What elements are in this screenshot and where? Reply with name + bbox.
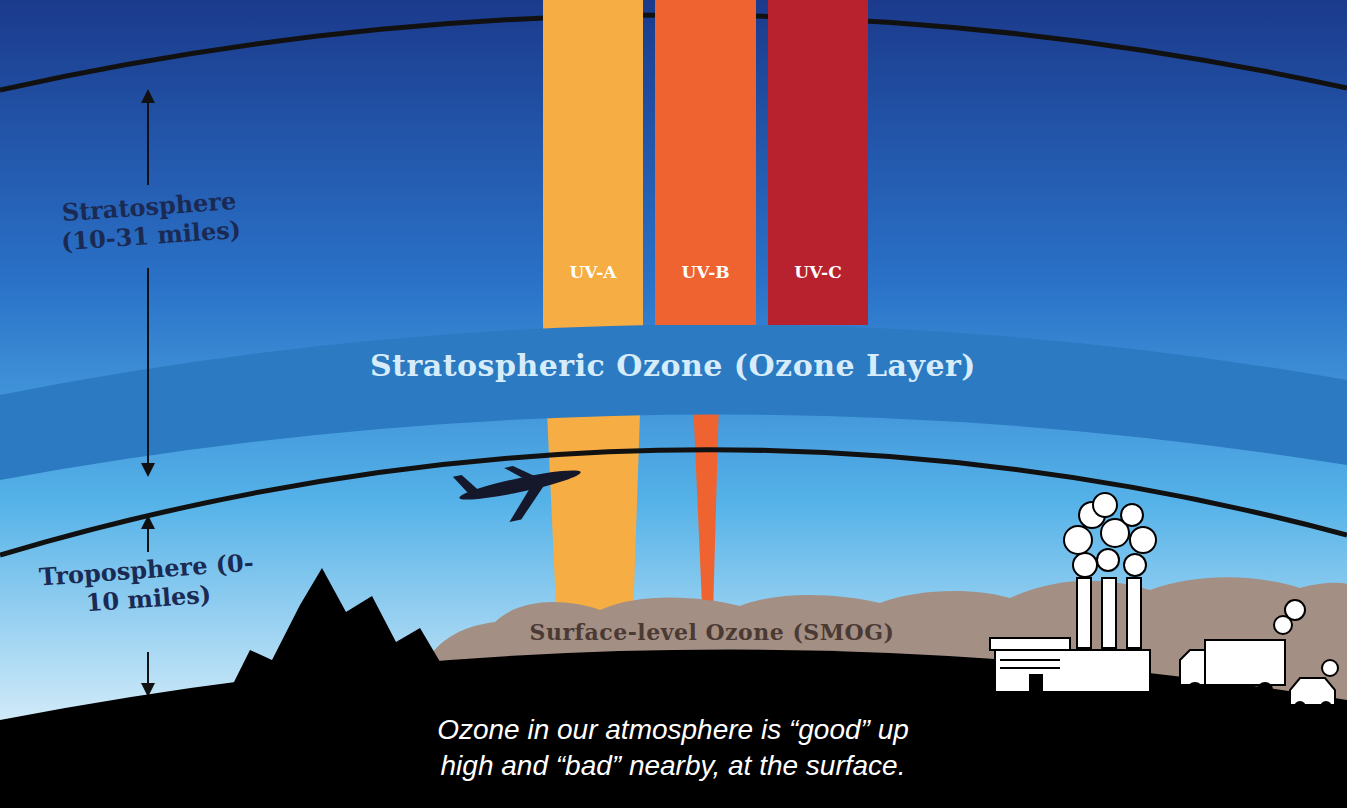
height-arrow [147,268,149,470]
band-label: Surface-level Ozone (SMOG) [530,619,895,645]
smog-label: Surface-level Ozone (SMOG) [524,617,901,647]
height-arrow [147,96,149,185]
ground [0,650,1347,808]
layer-label: Troposphere (0-10 miles) [38,549,256,621]
uv-label: UV-A [543,262,643,282]
uv-beam: UV-B [655,0,756,325]
ozone-layer-label: Stratospheric Ozone (Ozone Layer) [364,346,982,385]
airplane [453,451,588,532]
uv-beam: UV-A [543,0,643,325]
car [1290,660,1338,712]
uv-label: UV-C [768,262,868,282]
layer-label: Stratosphere (10-31 miles) [33,185,266,258]
truck [1180,600,1305,697]
caption: Ozone in our atmosphere is “good” up hig… [293,712,1053,785]
uv-beam: UV-C [768,0,868,325]
height-arrow [147,652,149,690]
band-label: Stratospheric Ozone (Ozone Layer) [370,348,976,383]
tropopause-line [0,450,1347,555]
factory [990,493,1156,692]
height-arrow [147,522,149,552]
uv-label: UV-B [655,262,756,282]
ozone-layer-band [0,325,1347,480]
